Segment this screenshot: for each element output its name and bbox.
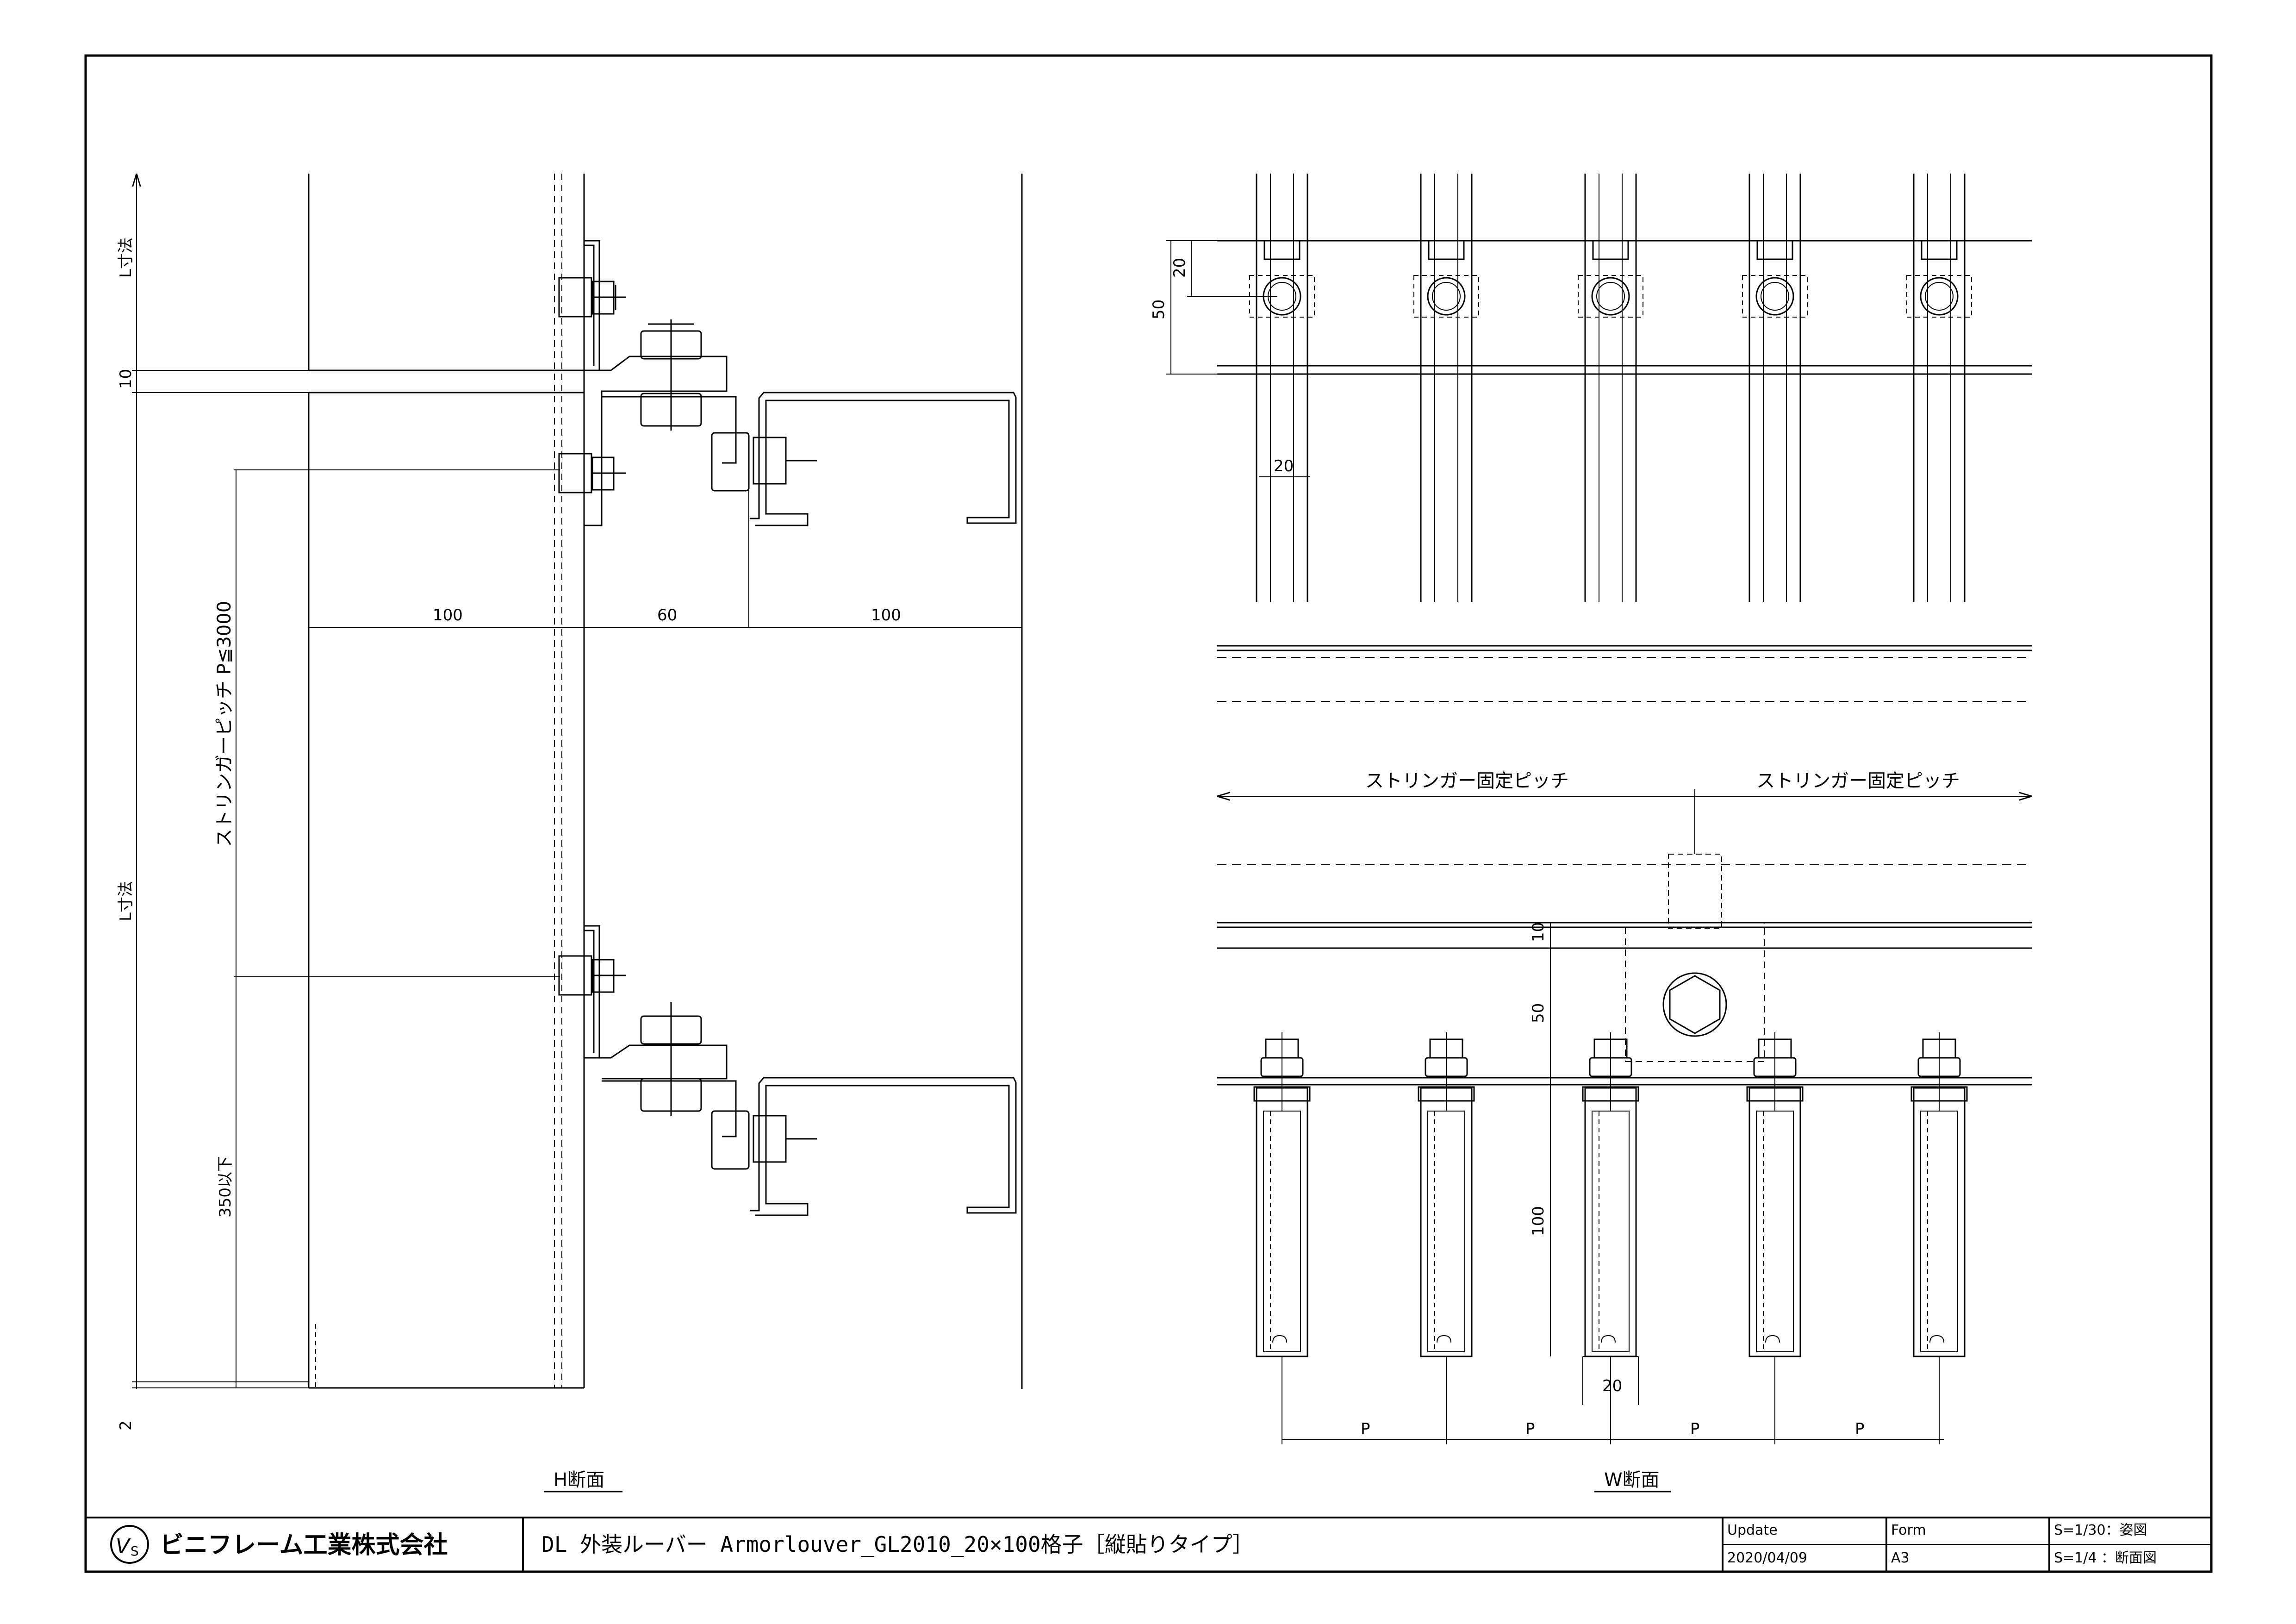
w-dim-20-mid: 20 bbox=[1274, 457, 1294, 475]
h-section-caption: H断面 bbox=[554, 1469, 604, 1491]
w-p-label: P bbox=[1525, 1420, 1535, 1438]
title-block bbox=[86, 1517, 2211, 1572]
form-label: Form bbox=[1891, 1522, 1926, 1538]
form-value: A3 bbox=[1891, 1550, 1910, 1566]
w-dim-100: 100 bbox=[1529, 1206, 1548, 1236]
company-logo: V S bbox=[110, 1525, 149, 1564]
w-dim-50-top: 50 bbox=[1150, 300, 1168, 319]
w-dim-20-top: 20 bbox=[1170, 258, 1189, 278]
w-p-label: P bbox=[1361, 1420, 1370, 1438]
w-dim-50: 50 bbox=[1529, 1003, 1548, 1023]
w-pitch-label-left: ストリンガー固定ピッチ bbox=[1365, 770, 1569, 792]
h-section-drawing bbox=[132, 174, 1023, 1389]
update-label: Update bbox=[1727, 1522, 1778, 1538]
scale-2: S=1/4 ：断面図 bbox=[2054, 1550, 2157, 1566]
h-dim-l-top: L寸法 bbox=[117, 237, 135, 278]
svg-text:V: V bbox=[116, 1535, 131, 1558]
drawing-title: DL 外装ルーバー Armorlouver_GL2010_20×100格子［縦貼… bbox=[541, 1532, 1254, 1557]
h-dim-350: 350以下 bbox=[216, 1156, 235, 1218]
w-p-label: P bbox=[1690, 1420, 1700, 1438]
w-section-caption: W断面 bbox=[1604, 1469, 1660, 1491]
scale-1: S=1/30：姿図 bbox=[2054, 1522, 2147, 1538]
h-dim-l-mid: L寸法 bbox=[117, 881, 135, 921]
w-dim-10: 10 bbox=[1529, 922, 1548, 942]
sheet-border bbox=[84, 54, 2213, 1573]
h-dim-10: 10 bbox=[117, 369, 135, 389]
w-section-louvers bbox=[1249, 174, 1972, 1444]
w-p-label: P bbox=[1855, 1420, 1865, 1438]
h-dim-60: 60 bbox=[657, 606, 677, 625]
h-dim-pitch: ストリンガーピッチ P≦3000 bbox=[214, 601, 235, 847]
w-pitch-label-right: ストリンガー固定ピッチ bbox=[1756, 770, 1960, 792]
h-dim-2: 2 bbox=[117, 1420, 135, 1430]
svg-text:S: S bbox=[131, 1543, 139, 1559]
h-dim-100a: 100 bbox=[433, 606, 463, 625]
w-dim-20-bottom: 20 bbox=[1602, 1377, 1622, 1395]
h-dim-100b: 100 bbox=[871, 606, 901, 625]
company-name: ビニフレーム工業株式会社 bbox=[160, 1531, 448, 1559]
w-section-drawing bbox=[1166, 240, 2032, 1440]
update-date: 2020/04/09 bbox=[1727, 1550, 1807, 1566]
